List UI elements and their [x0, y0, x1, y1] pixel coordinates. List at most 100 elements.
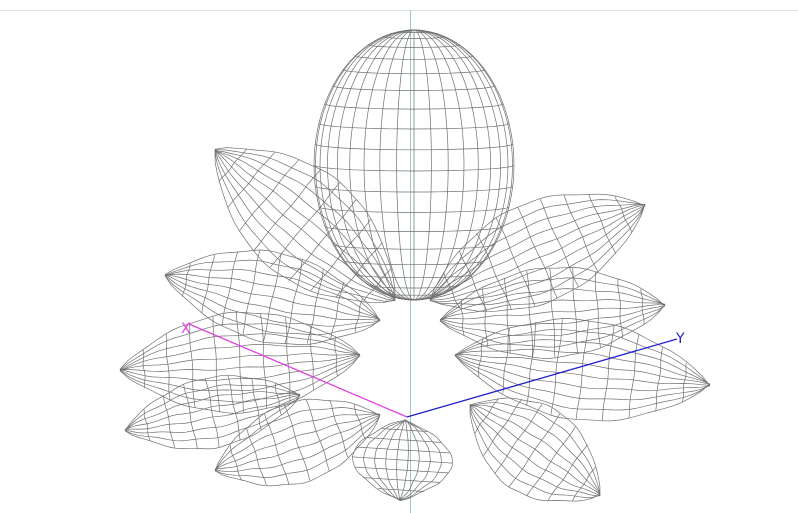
lobe-back-left-meridian [214, 150, 396, 301]
lobe-bottom-right-ring [474, 398, 499, 434]
lobe-front-right-meridian [454, 318, 711, 387]
central-lobe-meridian [413, 29, 509, 301]
lobe-bottom-left2-ring [353, 404, 366, 440]
lobe-front-right-ring [526, 322, 537, 406]
lobe-front-left-ring [260, 313, 267, 409]
lobe-bottom-left2-ring [305, 399, 330, 472]
lobe-back-left-ring [218, 148, 248, 182]
lobe-bottom-center-meridian [385, 419, 406, 502]
lobe-right-ring [572, 267, 579, 355]
lobe-bottom-left2-meridian [214, 415, 381, 473]
central-lobe-meridian [337, 29, 415, 301]
lobe-back-left-ring [239, 159, 300, 231]
lobe-right-ring [526, 270, 533, 358]
lobe-front-left-meridian [119, 354, 361, 372]
lobe-back-left-meridian [214, 149, 396, 301]
lobe-bottom-left-ring [275, 383, 282, 416]
lobe-back-right-meridian [429, 199, 646, 301]
central-lobe-meridian [379, 29, 415, 301]
central-lobe-parallel [343, 69, 485, 75]
lobe-bottom-right-ring [483, 399, 522, 456]
lobe-front-left-meridian [119, 323, 361, 370]
lobe-bottom-left-ring [163, 395, 175, 448]
lobe-front-right-ring [681, 362, 687, 402]
lobe-front-right-ring [655, 346, 664, 412]
lobe-back-left-ring [363, 268, 392, 302]
lobe-bottom-left-meridian [124, 395, 301, 442]
lobe-bottom-right-ring [571, 466, 597, 502]
lobe-front-right-ring [502, 328, 510, 394]
central-lobe-parallel [382, 293, 446, 296]
lobe-bottom-center-ring [366, 437, 442, 443]
central-lobe-meridian [413, 29, 513, 301]
lobe-bottom-left2-ring [246, 427, 267, 486]
back-lobes-mesh [119, 147, 711, 422]
lobe-bottom-left-meridian [124, 374, 301, 431]
lobe-bottom-center-ring [356, 446, 450, 454]
y-axis-label: Y [675, 331, 685, 347]
central-lobe-meridian [319, 29, 415, 301]
lobe-left-ring [201, 255, 215, 313]
lobe-left-meridian [164, 273, 381, 321]
lobe-left-meridian [164, 259, 381, 321]
central-lobe-parallel [382, 36, 446, 39]
lobe-front-left-meridian [119, 354, 361, 414]
lobe-bottom-left2-ring [229, 445, 243, 481]
central-lobe-meridian [413, 29, 449, 301]
front-lobes-mesh [124, 374, 601, 502]
central-lobe-meridian [363, 29, 415, 301]
lobe-back-right-ring [588, 193, 617, 255]
lobe-bottom-left2-meridian [214, 413, 381, 471]
lobe-bottom-left-meridian [124, 384, 301, 432]
lobe-right-meridian [439, 277, 666, 321]
lobe-back-right-meridian [429, 204, 646, 313]
central-lobe-parallel [318, 206, 510, 213]
lobe-bottom-right-ring [494, 403, 543, 474]
lobe-bottom-center-meridian [399, 420, 442, 501]
central-lobe-parallel [332, 244, 496, 250]
lobe-back-left-meridian [214, 150, 396, 302]
central-lobe-parallel [398, 298, 430, 300]
lobe-bottom-right-ring [526, 426, 576, 497]
lobe-right-meridian [439, 305, 666, 327]
lobe-bottom-left-ring [183, 384, 198, 450]
central-lobe-parallel [343, 260, 485, 266]
lobe-front-right-meridian [454, 339, 711, 385]
lobe-left-ring [354, 298, 364, 333]
lobe-bottom-center-ring [363, 477, 440, 483]
lobe-bottom-left2-ring [264, 413, 290, 486]
lobe-right-ring [640, 288, 645, 325]
lobe-back-right-ring [443, 272, 461, 309]
lobe-front-right-meridian [454, 355, 711, 422]
lobe-front-left-ring [189, 323, 196, 408]
lobe-back-left-ring [335, 242, 383, 298]
x-axis-label: X [181, 321, 191, 337]
lobe-front-left-ring [166, 334, 171, 400]
lobe-right-ring [549, 267, 556, 358]
lobe-front-right-ring [628, 334, 640, 418]
lobe-back-right-meridian [429, 193, 646, 301]
lobe-right-ring [504, 277, 511, 354]
lobe-bottom-left-ring [143, 409, 151, 442]
lobe-front-right-ring [575, 320, 589, 420]
lobe-left-ring [242, 250, 261, 336]
lobe-left-meridian [164, 273, 381, 320]
central-lobe-meridian [327, 29, 415, 301]
lobe-bottom-left-meridian [124, 394, 301, 430]
lobe-left-meridian [164, 274, 381, 336]
lobe-bottom-left2-ring [329, 399, 349, 458]
lobe-front-left-meridian [119, 343, 361, 372]
lobe-back-right-meridian [429, 205, 646, 303]
lobe-front-right-meridian [454, 328, 711, 386]
central-lobe-parallel [368, 285, 460, 289]
lobe-bottom-center-ring [381, 428, 428, 432]
lobe-bottom-left-meridian [124, 394, 301, 431]
central-lobe-parallel [332, 85, 496, 91]
lobe-front-left-ring [284, 317, 291, 402]
lobe-bottom-right-meridian [469, 397, 601, 496]
central-lobe-meridian [413, 29, 465, 301]
lobe-bottom-left2-meridian [214, 415, 381, 478]
lobe-bottom-right-ring [508, 412, 561, 488]
